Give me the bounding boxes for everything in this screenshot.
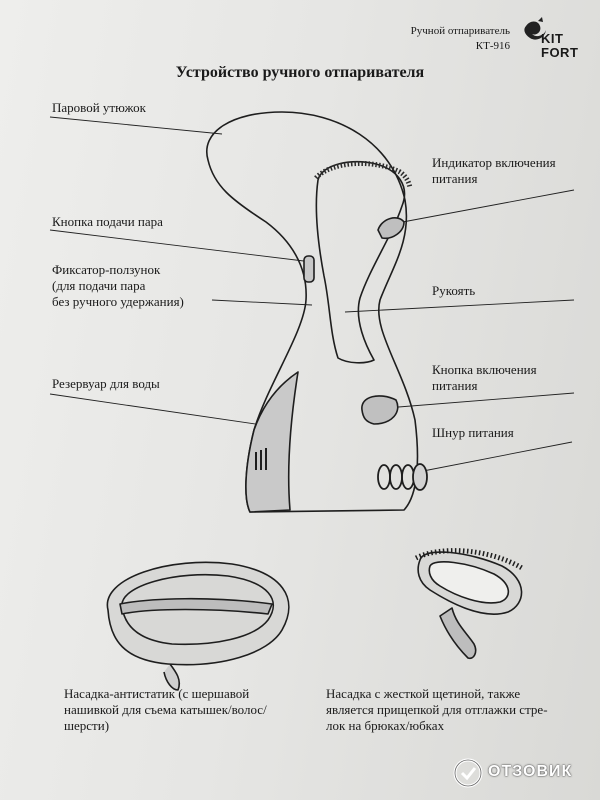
leader-water-tank xyxy=(49,393,263,426)
caption-antistatic-line-2: нашивкой для съема катышек/волос/ xyxy=(64,702,267,717)
caption-brush: Насадка с жесткой щетиной, также являетс… xyxy=(326,686,548,734)
caption-antistatic-line-3: шерсти) xyxy=(64,718,110,733)
leader-handle xyxy=(344,299,575,313)
label-handle: Рукоять xyxy=(432,283,476,298)
product-name: Ручной отпариватель xyxy=(410,25,510,37)
label-power-button-line-1: Кнопка включения xyxy=(432,362,537,377)
label-slider-line-1: Фиксатор-ползунок xyxy=(52,262,161,277)
caption-brush-line-1: Насадка с жесткой щетиной, также xyxy=(326,686,521,701)
indicator-light xyxy=(377,217,405,240)
label-indicator-line-1: Индикатор включения xyxy=(432,155,556,170)
leader-slider xyxy=(211,299,313,306)
grip-ribbing xyxy=(314,160,413,189)
caption-brush-line-3: лок на брюках/юбках xyxy=(326,718,445,733)
leader-indicator xyxy=(391,189,575,225)
caption-antistatic-line-1: Насадка-антистатик (с шершавой xyxy=(64,686,250,701)
label-slider-line-3: без ручного удержания) xyxy=(52,294,184,309)
otzovik-logo-icon xyxy=(453,758,483,788)
steamer-body-outline xyxy=(205,111,419,513)
label-power-cord: Шнур питания xyxy=(432,425,514,440)
model-number: КТ-916 xyxy=(475,40,510,52)
handle-inner-outline xyxy=(315,160,406,364)
leader-steam-button xyxy=(49,229,313,263)
tank-vents xyxy=(255,448,267,470)
label-power-button-line-2: питания xyxy=(432,378,478,393)
label-water-tank: Резервуар для воды xyxy=(52,376,160,391)
label-steam-iron: Паровой утюжок xyxy=(52,100,146,115)
leader-power-cord xyxy=(417,441,573,473)
label-steam-button: Кнопка подачи пара xyxy=(52,214,163,229)
leader-steam-iron xyxy=(49,116,223,135)
power-cord-coil xyxy=(377,463,428,491)
water-tank xyxy=(245,371,299,513)
antistatic-attachment xyxy=(106,561,290,691)
header-text: Ручной отпариватель КТ-916 xyxy=(411,24,510,54)
brand-line-1: KIT xyxy=(541,31,564,46)
brush-attachment xyxy=(414,548,524,660)
kitfort-bird-icon xyxy=(524,17,546,40)
brand-line-2: FORT xyxy=(541,45,579,60)
caption-brush-line-2: является прищепкой для отглажки стре- xyxy=(326,702,548,717)
power-button xyxy=(361,395,399,425)
watermark-text: ОТЗОВИК xyxy=(488,763,573,780)
page-title: Устройство ручного отпаривателя xyxy=(175,64,425,81)
label-indicator-line-2: питания xyxy=(432,171,478,186)
leader-power-button xyxy=(385,392,575,409)
caption-antistatic: Насадка-антистатик (с шершавой нашивкой … xyxy=(64,686,267,734)
label-slider-line-2: (для подачи пара xyxy=(52,278,146,293)
steam-slider xyxy=(303,255,315,283)
